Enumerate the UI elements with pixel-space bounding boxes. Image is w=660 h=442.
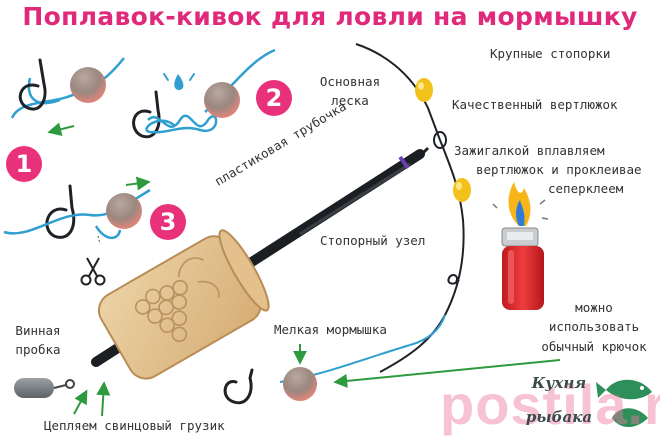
hook-icon [18, 58, 47, 111]
label-hook-2: использовать [548, 319, 640, 334]
watermark: postila.ru [440, 373, 660, 436]
label-stop-knot: Стопорный узел [320, 233, 426, 248]
small-jig [223, 344, 561, 405]
page-title: Поплавок-кивок для ловли на мормышку [22, 2, 638, 31]
label-hook-3: обычный крючок [541, 339, 647, 354]
label-lighter-3: сеперклеем [548, 181, 624, 196]
brand-line-1: Кухня [531, 374, 587, 392]
label-wine-cork-2: пробка [15, 342, 61, 357]
label-main-line-2: леска [331, 93, 369, 108]
label-wine-cork-1: Винная [15, 323, 61, 338]
stopper-bead [415, 78, 433, 102]
lead-weight-icon [14, 378, 75, 398]
brand-line-2: рыбака [525, 408, 593, 426]
label-swivel: Качественный вертлюжок [452, 97, 618, 112]
water-drop-icon [163, 73, 195, 90]
step-2-knot [132, 48, 276, 139]
label-main-line-1: Основная [319, 74, 381, 89]
scissors-icon [80, 257, 106, 286]
label-big-stoppers: Крупные стопорки [490, 46, 611, 61]
label-hook-1: можно [575, 300, 613, 315]
label-lead-weight: Цепляем свинцовый грузик [44, 418, 225, 433]
fish-logo-icon [596, 379, 652, 427]
bead-icon [70, 67, 106, 103]
hook-icon [45, 184, 76, 239]
label-lighter-1: Зажигалкой вплавляем [454, 143, 605, 158]
weight-arrows [73, 381, 111, 417]
bead-icon [204, 82, 240, 118]
step-3-knot [3, 176, 151, 245]
step-1-knot [10, 57, 125, 137]
leader-line [409, 314, 446, 346]
wine-cork-icon [97, 229, 270, 380]
label-lighter-2: вертлюжок и проклеивае [476, 162, 642, 177]
label-small-jig: Мелкая мормышка [274, 322, 387, 337]
stopper-bead [453, 178, 471, 202]
bead-icon [106, 193, 142, 229]
bead-icon [283, 367, 317, 401]
step-3-badge: 3 [150, 204, 186, 240]
step-2-badge: 2 [256, 80, 292, 116]
step-1-badge: 1 [6, 146, 42, 182]
lighter-icon [492, 182, 549, 310]
stop-knot [447, 274, 460, 285]
